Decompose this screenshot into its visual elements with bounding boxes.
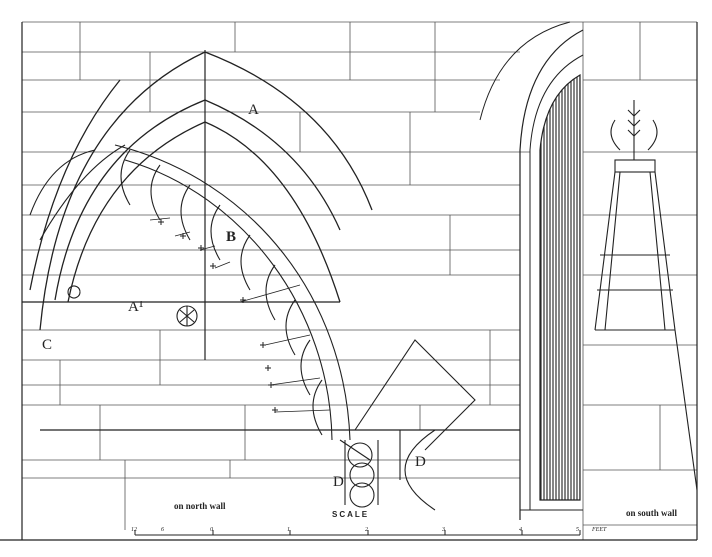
caption-north-wall: on north wall <box>174 501 226 511</box>
scale-tick: 4 <box>519 527 522 533</box>
label-b: B <box>226 229 237 245</box>
cusps-d <box>339 339 476 511</box>
scale-unit: FEET <box>592 527 607 533</box>
label-a: A <box>248 102 259 118</box>
scale-tick: 5 <box>576 527 579 533</box>
label-d-right: D <box>415 454 426 470</box>
doorway <box>479 21 584 520</box>
scale-tick: 0 <box>210 527 213 533</box>
frame <box>0 22 698 541</box>
star-marks <box>158 219 278 413</box>
cusped-arc-b <box>29 144 351 441</box>
scale-tick: 2 <box>365 527 368 533</box>
scale-tick: 6 <box>161 527 164 533</box>
scale-tick: 3 <box>442 527 445 533</box>
scale-tick: 1 <box>287 527 290 533</box>
scale-tick: 12 <box>131 527 137 533</box>
scale-bar <box>134 530 581 536</box>
caption-south-wall: on south wall <box>626 508 678 518</box>
label-a1: A¹ <box>128 299 144 315</box>
pointed-arch-a <box>29 51 373 331</box>
label-d-left: D <box>333 474 344 490</box>
scale-title: SCALE <box>332 510 370 519</box>
pinnacle <box>594 100 698 491</box>
label-c: C <box>42 337 53 353</box>
masonry-joints <box>22 21 697 540</box>
